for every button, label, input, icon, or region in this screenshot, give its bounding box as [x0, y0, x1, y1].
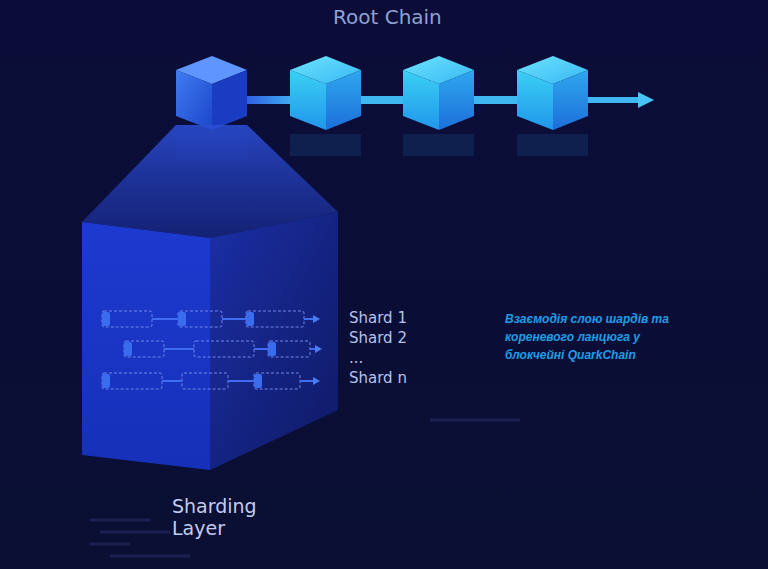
shard-label: ... — [349, 349, 363, 367]
layer-label: Sharding Layer — [172, 495, 272, 539]
shard-label: Shard 2 — [349, 329, 407, 347]
diagram-title: Root Chain — [333, 5, 442, 29]
shard-label: Shard 1 — [349, 309, 407, 327]
shard-label: Shard n — [349, 369, 407, 387]
sharding-cube — [60, 140, 360, 550]
sharding-layer-cube: Sharding Layer — [60, 140, 360, 550]
caption-note: Взаємодія слою шардів та кореневого ланц… — [505, 310, 690, 364]
